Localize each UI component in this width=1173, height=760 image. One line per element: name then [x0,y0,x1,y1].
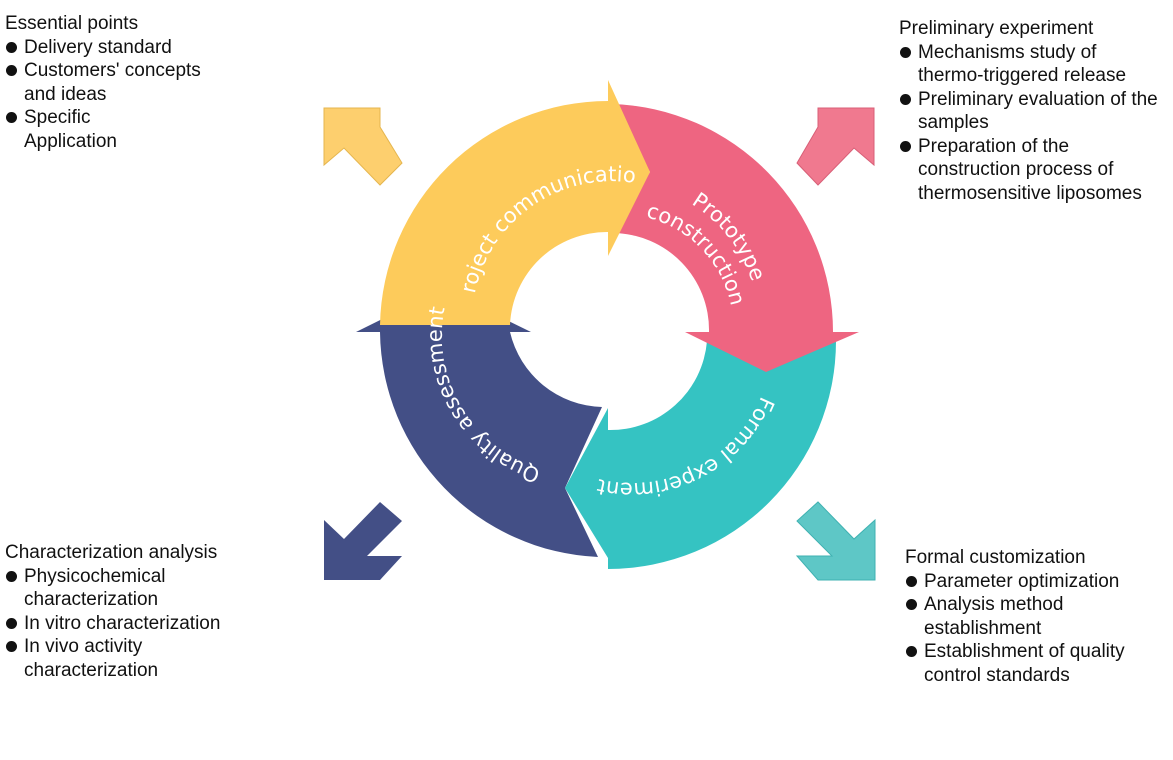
list-item: Establishment of quality control standar… [905,640,1157,687]
list-item: Preliminary evaluation of the samples [899,88,1161,135]
panel-title: Preliminary experiment [899,18,1094,39]
list-item: Analysis method establishment [905,593,1099,640]
segment-prototype-construction [611,104,859,372]
arrow-top-left [323,107,403,186]
list-item: In vivo activity characterization [5,635,194,682]
panel-formal-customization: Formal customization Parameter optimizat… [905,546,1157,687]
arrow-bottom-right [795,501,876,581]
list-item: Mechanisms study of thermo-triggered rel… [899,41,1161,88]
list-item: Delivery standard [5,36,215,60]
arrow-bottom-left [324,502,402,580]
panel-title: Characterization analysis [5,542,218,563]
list-item: Parameter optimization [905,570,1157,594]
bullet-list: Parameter optimization Analysis method e… [905,570,1157,688]
panel-preliminary-experiment: Preliminary experiment Mechanisms study … [899,17,1161,205]
panel-title: Essential points [5,13,139,34]
arrow-top-right [796,107,875,186]
list-item: Preparation of the construction process … [899,135,1161,206]
segment-quality-assessment [356,289,602,557]
panel-title: Formal customization [905,547,1086,568]
bullet-list: Mechanisms study of thermo-triggered rel… [899,41,1161,206]
bullet-list: Physicochemical characterization In vitr… [5,565,255,683]
segment-formal-experiment [565,341,836,569]
list-item: Physicochemical characterization [5,565,194,612]
list-item: Specific Application [5,106,134,153]
list-item: In vitro characterization [5,612,255,636]
panel-essential-points: Essential points Delivery standard Custo… [5,12,215,153]
segment-project-communication [380,80,650,325]
list-item: Customers' concepts and ideas [5,59,204,106]
bullet-list: Delivery standard Customers' concepts an… [5,36,215,154]
panel-characterization-analysis: Characterization analysis Physicochemica… [5,541,255,682]
